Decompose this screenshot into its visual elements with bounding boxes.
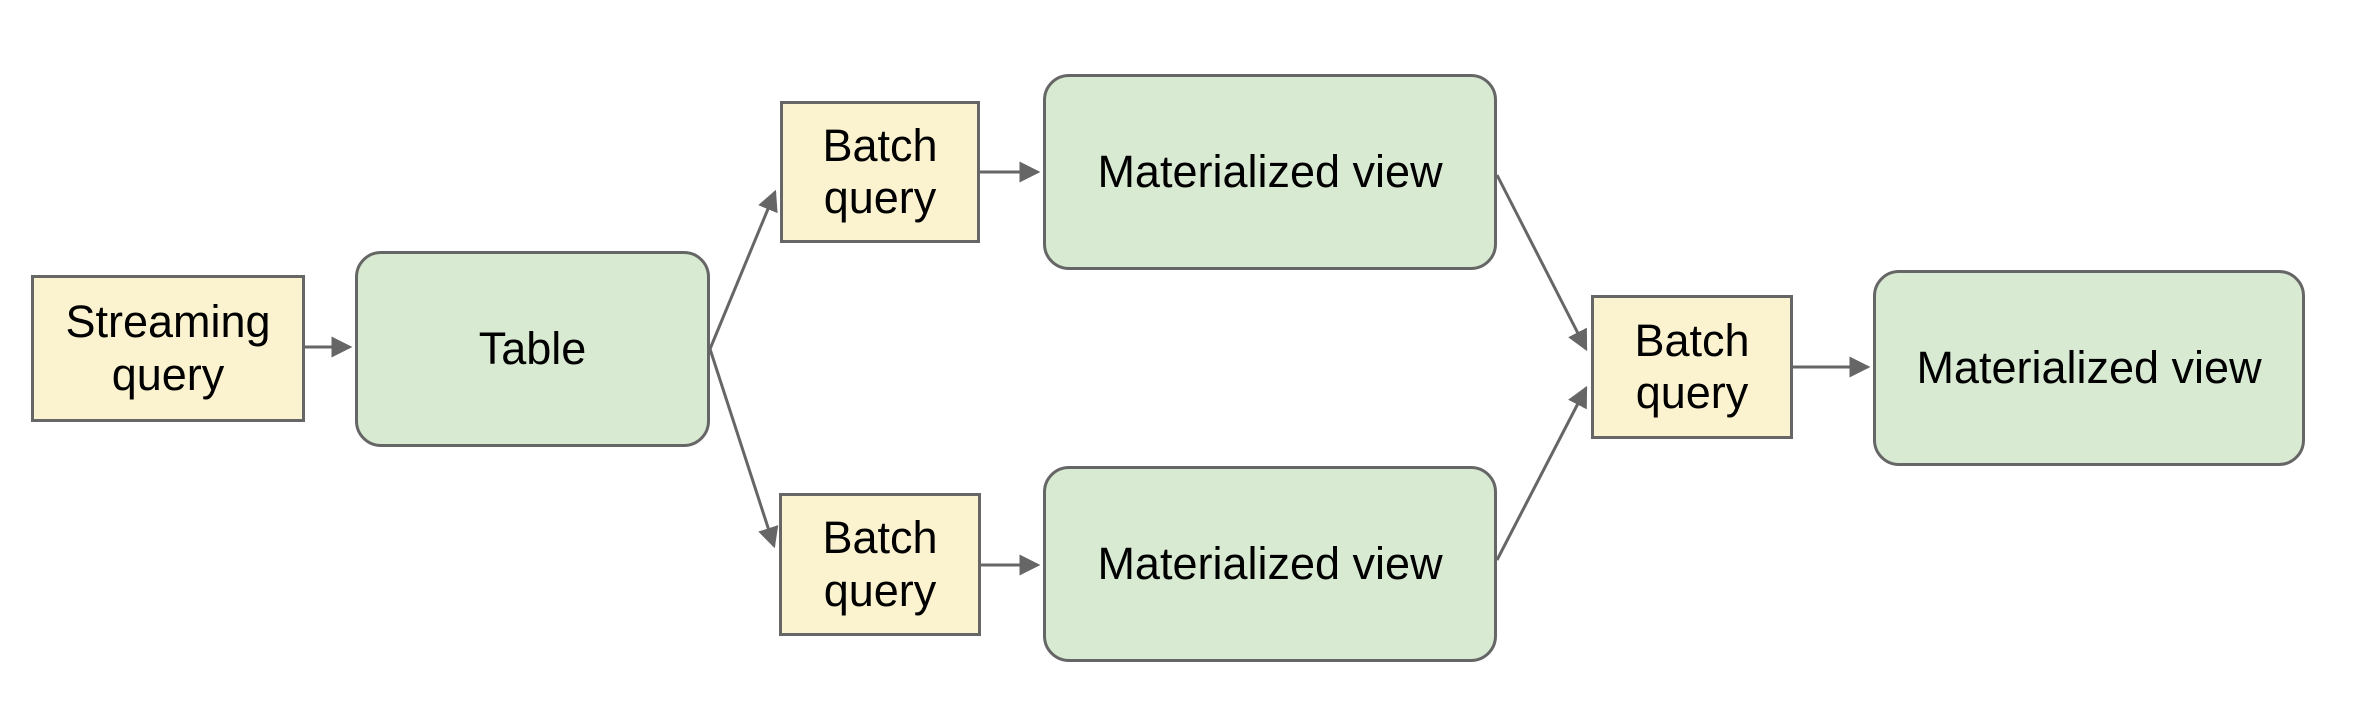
node-label-batch-query-right: Batch query: [1634, 314, 1750, 418]
edge-mv-bottom-to-batch-query-right: [1495, 385, 1588, 561]
node-batch-query-right: Batch query: [1591, 295, 1793, 439]
node-materialized-view-bottom: Materialized view: [1043, 466, 1497, 662]
edge-table-to-batch-query-bottom: [708, 348, 779, 549]
node-table: Table: [355, 251, 710, 447]
connector-arrows: [305, 161, 1871, 576]
node-streaming-query: Streaming query: [31, 275, 305, 422]
node-label-materialized-view-top: Materialized view: [1097, 145, 1443, 197]
node-label-materialized-view-right: Materialized view: [1916, 341, 2262, 393]
node-label-materialized-view-bottom: Materialized view: [1097, 537, 1443, 589]
node-label-batch-query-bottom: Batch query: [822, 512, 938, 616]
node-materialized-view-top: Materialized view: [1043, 74, 1497, 270]
node-materialized-view-right: Materialized view: [1873, 270, 2305, 466]
node-batch-query-top: Batch query: [780, 101, 980, 243]
node-batch-query-bottom: Batch query: [779, 493, 981, 636]
node-label-batch-query-top: Batch query: [822, 119, 938, 223]
edge-mv-top-to-batch-query-right: [1495, 174, 1588, 352]
node-label-table: Table: [478, 322, 587, 374]
edge-table-to-batch-query-top: [708, 189, 778, 350]
node-label-streaming-query: Streaming query: [65, 296, 271, 400]
